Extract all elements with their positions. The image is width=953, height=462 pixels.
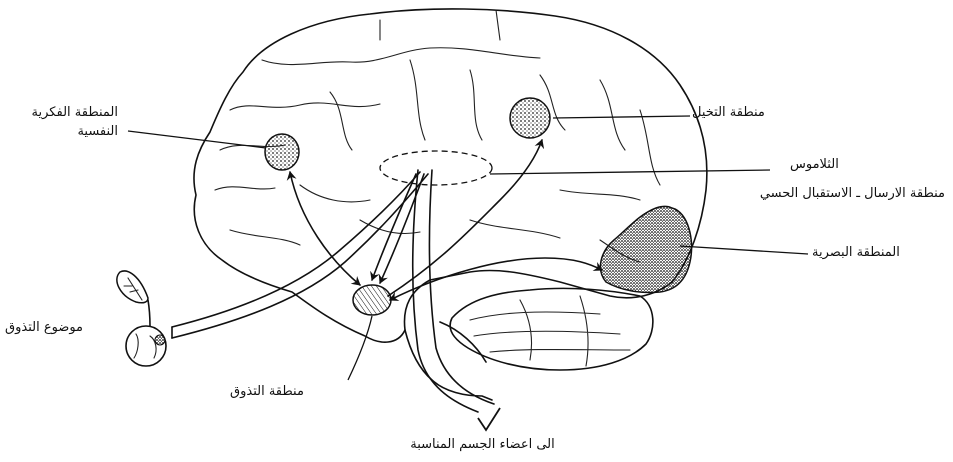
label-visual-area: المنطقة البصرية — [812, 244, 900, 263]
psychological-area-region — [265, 134, 299, 170]
arrow-psych-taste — [290, 172, 360, 285]
label-sensory-relay-area: منطقة الارسال ـ الاستقبال الحسي — [760, 185, 945, 204]
body-arrow-icon — [478, 408, 500, 430]
label-to-body-organs: الى اعضاء الجسم المناسبة — [395, 436, 570, 455]
label-taste-area: منطقة التذوق — [230, 383, 304, 402]
arrow-thalamus-taste-1 — [372, 174, 416, 280]
label-thalamus: الثلاموس — [790, 156, 839, 175]
thalamus-region — [380, 151, 492, 185]
leader-imagination — [553, 116, 690, 118]
arrow-thalamus-taste-2 — [380, 174, 424, 283]
label-taste-object: موضوع التذوق — [5, 319, 83, 338]
descending-tract — [413, 170, 494, 412]
cerebellum-outline — [450, 288, 653, 370]
brain-outline — [194, 9, 707, 342]
arrow-taste-visual — [390, 258, 602, 300]
fruit-icon — [117, 271, 166, 366]
label-psychological-area: المنطقة الفكرية النفسية — [0, 104, 118, 142]
cerebellum-folds — [470, 296, 630, 366]
input-tract — [172, 172, 428, 338]
visual-area-region — [600, 207, 691, 293]
leader-taste-area — [348, 316, 372, 380]
taste-area-region — [353, 285, 391, 315]
leader-thalamus — [490, 170, 770, 174]
leader-visual — [680, 246, 808, 254]
brainstem-outline — [405, 322, 492, 400]
label-imagination-area: منطقة التخيل — [692, 104, 765, 123]
imagination-area-region — [510, 98, 550, 138]
leader-psychological — [128, 131, 266, 148]
